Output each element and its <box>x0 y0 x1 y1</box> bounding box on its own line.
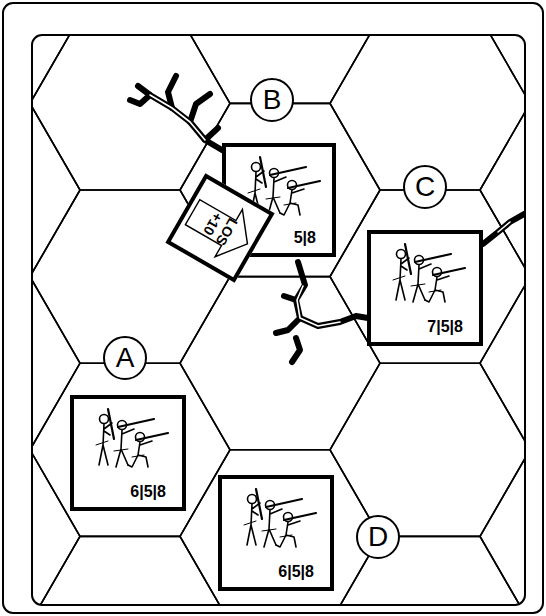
hex-letter-circle: D <box>356 515 400 559</box>
unit-factors: 6|5|8 <box>130 483 166 501</box>
hex-grid <box>32 35 525 605</box>
hex-cell <box>32 363 230 536</box>
hex-letter: B <box>263 86 282 114</box>
hex-cell <box>32 103 80 276</box>
unit-counter: 7|5|8 <box>367 230 483 346</box>
hex-letter: D <box>368 523 388 551</box>
hex-cell <box>180 277 380 450</box>
streams <box>130 76 524 362</box>
unit-factors: 5|8 <box>294 229 316 247</box>
hex-cell <box>180 450 380 605</box>
soldier-icon <box>385 240 467 310</box>
unit-counter: 6|5|8 <box>218 475 334 591</box>
hex-cell <box>32 35 230 190</box>
hex-cell <box>480 103 525 276</box>
hex-letter: C <box>415 173 435 201</box>
hex-letter-circle: C <box>403 165 447 209</box>
hex-cell <box>480 277 525 450</box>
soldier-icon <box>88 405 170 475</box>
unit-counter: 6|5|8 <box>70 395 186 511</box>
inner-frame <box>32 35 525 605</box>
outer-frame <box>3 3 543 613</box>
hex-cell <box>480 35 525 103</box>
unit-factors: 7|5|8 <box>427 318 463 336</box>
soldier-icon <box>236 485 318 555</box>
unit-factors: 6|5|8 <box>278 563 314 581</box>
hex-letter-circle: A <box>103 336 147 380</box>
hex-letter-circle: B <box>250 78 294 122</box>
hex-letter: A <box>116 344 135 372</box>
hex-cell <box>32 35 80 103</box>
hex-cell <box>480 450 525 605</box>
